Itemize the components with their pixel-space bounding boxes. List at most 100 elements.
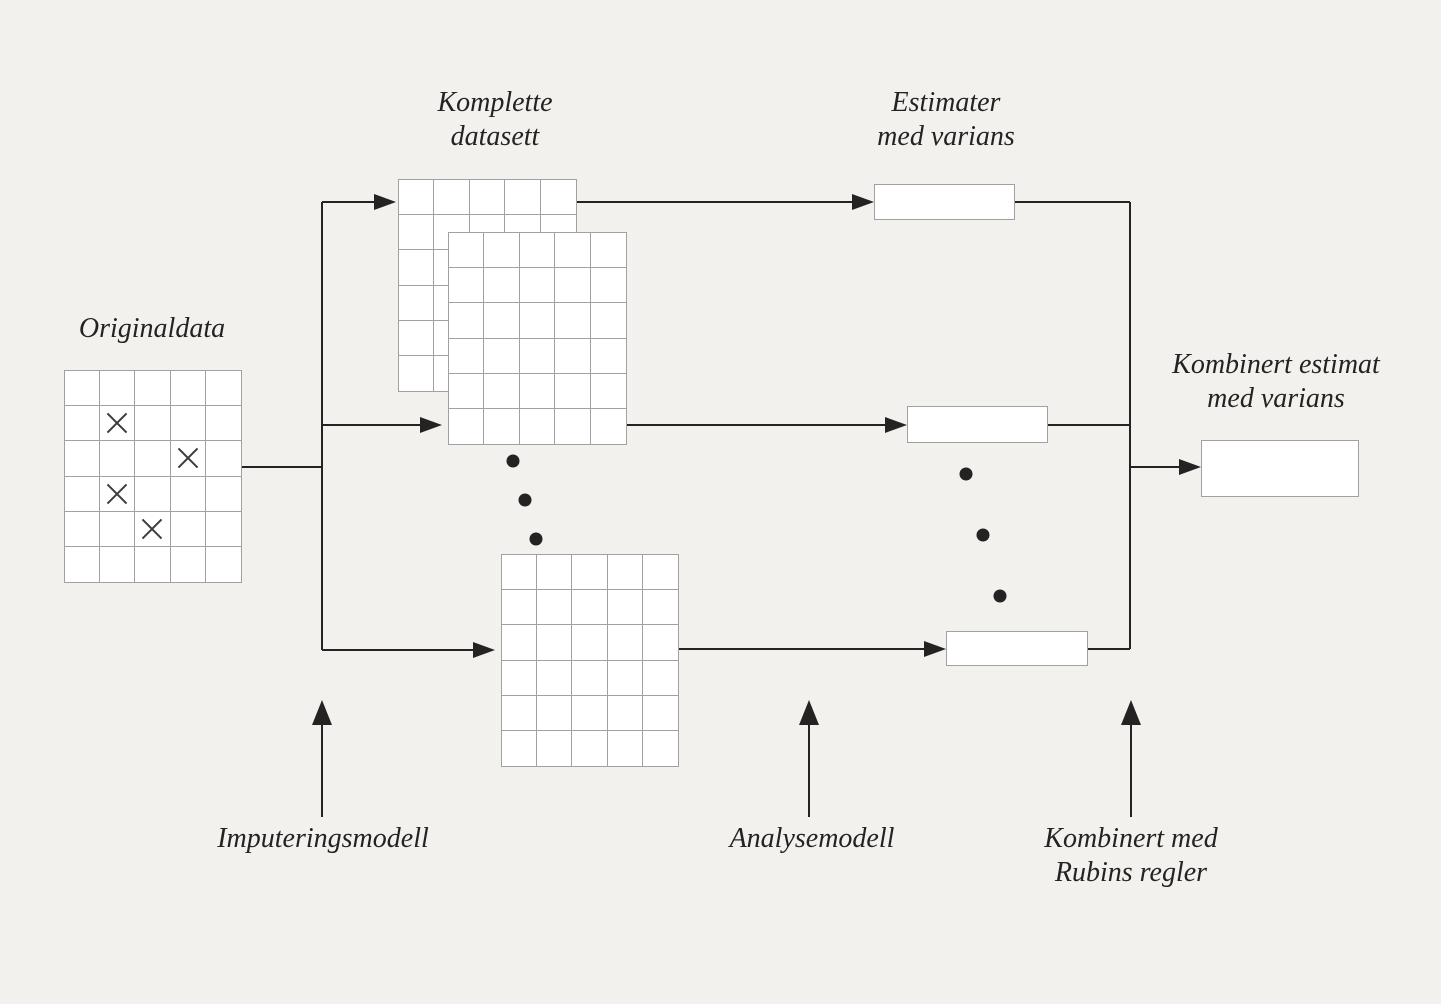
grid-cell — [399, 215, 435, 251]
grid-cell — [100, 371, 136, 407]
grid-cell — [65, 406, 101, 442]
grid-cell — [502, 625, 538, 661]
grid-cell — [170, 371, 206, 407]
grid-cell — [469, 180, 506, 216]
analysis-arrowhead — [799, 700, 819, 725]
estimate-ellipsis-dot — [959, 467, 973, 481]
grid-cell — [170, 476, 206, 512]
grid-cell — [399, 250, 435, 286]
imputation-model-label: Imputeringsmodell — [217, 823, 429, 854]
grid-cell — [505, 180, 541, 216]
grid-cell — [642, 555, 678, 591]
grid-cell — [205, 371, 241, 407]
grid-cell — [205, 406, 241, 442]
grid-cell — [590, 303, 626, 339]
rubins-rules-label-line2: Rubins regler — [1054, 856, 1208, 888]
original-data-grid — [64, 370, 242, 583]
grid-cell — [537, 730, 573, 766]
grid-cell — [555, 408, 591, 444]
grid-cell — [100, 546, 136, 582]
grid-cell — [642, 660, 678, 696]
combined-estimate-label: Kombinert estimat med varians — [1172, 348, 1380, 415]
arrowhead-into-grid-2 — [420, 417, 442, 433]
grid-cell — [170, 511, 206, 547]
grid-cell — [607, 625, 643, 661]
grid-cell — [170, 546, 206, 582]
rubin-arrowhead — [1121, 700, 1141, 725]
grid-cell — [572, 555, 608, 591]
grid-cell — [519, 373, 556, 409]
combined-estimate-box — [1201, 440, 1359, 497]
grid-cell — [555, 338, 591, 374]
grid-cell — [607, 695, 643, 731]
grid-cell — [607, 660, 643, 696]
grid-cell — [607, 590, 643, 626]
grid-cell — [399, 320, 435, 356]
grid-cell — [642, 590, 678, 626]
grid-cell — [484, 268, 520, 304]
original-data-label: Originaldata — [78, 313, 226, 344]
grid-cell — [590, 373, 626, 409]
grid-cell — [205, 511, 241, 547]
estimates-label-line1: Estimater — [891, 87, 1001, 118]
grid-cell — [399, 355, 435, 391]
grid-cell — [399, 285, 435, 321]
grid-cell — [555, 233, 591, 269]
grid-cell — [65, 476, 101, 512]
grid-cell — [555, 268, 591, 304]
rubins-rules-label-line1: Kombinert med — [1044, 823, 1218, 854]
combined-estimate-label-line2: med varians — [1207, 382, 1345, 414]
grid-cell — [100, 476, 136, 512]
rubins-rules-label: Kombinert med Rubins regler — [1044, 822, 1217, 889]
grid-cell — [540, 180, 576, 216]
grid-cell — [135, 371, 171, 407]
grid-cell — [170, 441, 206, 477]
grid-cell — [65, 546, 101, 582]
grid-cell — [502, 555, 538, 591]
grid-cell — [502, 695, 538, 731]
complete-datasets-label: Komplette datasett — [437, 86, 552, 153]
grid-cell — [519, 408, 556, 444]
estimate-ellipsis-dot — [993, 589, 1007, 603]
dataset-ellipsis-dot — [506, 454, 520, 468]
arrowhead-into-estimate-2 — [885, 417, 907, 433]
grid-cell — [205, 546, 241, 582]
dataset-ellipsis-dot — [529, 532, 543, 546]
grid-cell — [65, 441, 101, 477]
grid-cell — [135, 546, 171, 582]
grid-cell — [135, 511, 171, 547]
arrowhead-into-estimate-3 — [924, 641, 946, 657]
arrowhead-into-grid-m — [473, 642, 495, 658]
grid-cell — [502, 590, 538, 626]
grid-cell — [100, 406, 136, 442]
grid-cell — [100, 511, 136, 547]
grid-cell — [572, 730, 608, 766]
estimates-label-line2: med varians — [877, 120, 1015, 152]
grid-cell — [519, 338, 556, 374]
grid-cell — [100, 441, 136, 477]
complete-datasets-label-line1: Komplette — [437, 87, 553, 118]
grid-cell — [590, 268, 626, 304]
estimate-box-2 — [907, 406, 1048, 443]
missing-value-x-icon — [135, 512, 169, 546]
grid-cell — [572, 660, 608, 696]
grid-cell — [537, 590, 573, 626]
grid-cell — [537, 625, 573, 661]
grid-cell — [484, 373, 520, 409]
arrowhead-into-grid-1 — [374, 194, 396, 210]
grid-cell — [135, 476, 171, 512]
grid-cell — [65, 511, 101, 547]
grid-cell — [572, 590, 608, 626]
grid-cell — [607, 555, 643, 591]
grid-cell — [449, 408, 485, 444]
grid-cell — [205, 441, 241, 477]
estimate-ellipsis-dot — [976, 528, 990, 542]
grid-cell — [572, 695, 608, 731]
estimate-box-1 — [874, 184, 1015, 220]
grid-cell — [572, 625, 608, 661]
grid-cell — [607, 730, 643, 766]
grid-cell — [590, 338, 626, 374]
grid-cell — [434, 180, 470, 216]
missing-value-x-icon — [100, 406, 134, 440]
